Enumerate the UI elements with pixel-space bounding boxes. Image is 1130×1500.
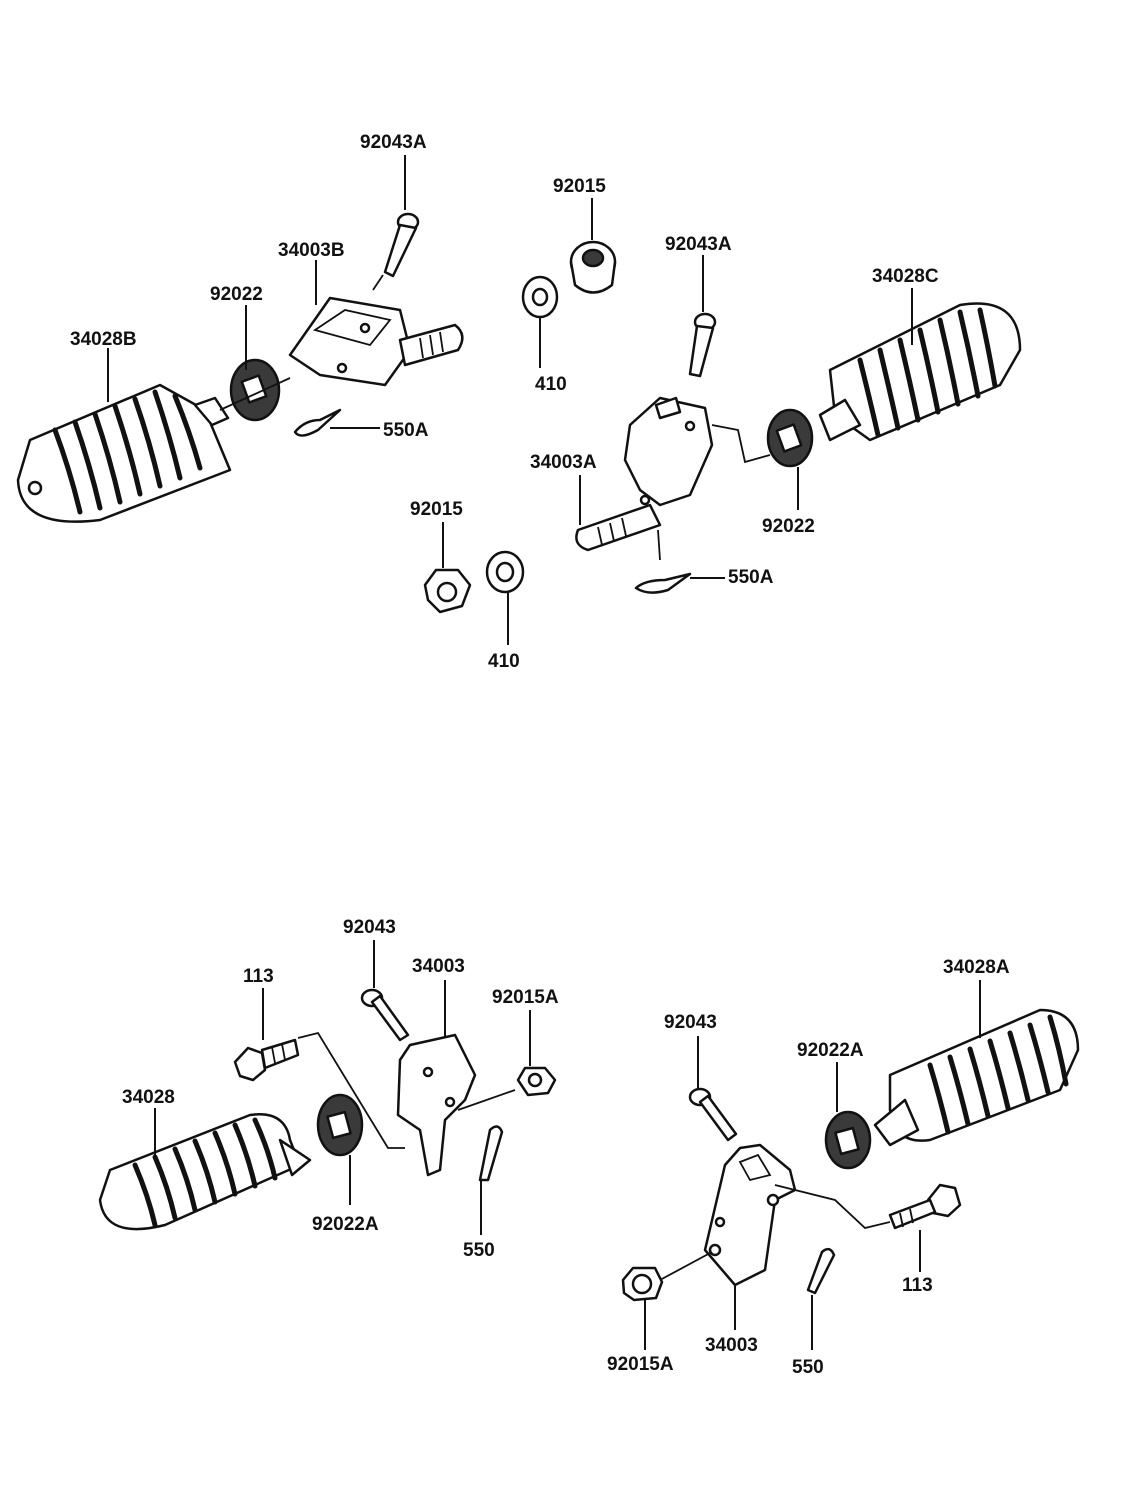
washer-92022a-right [824, 1110, 872, 1170]
footpeg-34028b [16, 383, 232, 523]
clevis-pin-92043a-right [688, 312, 717, 378]
leaders-top-right [579, 255, 913, 579]
flange-nut-92015-mid [423, 568, 472, 614]
leaders-bottom-right [644, 980, 981, 1350]
cotter-pin-550-left [478, 1125, 504, 1182]
leaders-top-left [107, 155, 406, 429]
label-34028a: 34028A [943, 957, 1010, 978]
leaders-middle [442, 522, 509, 645]
label-92022a-left: 92022A [312, 1214, 379, 1235]
flange-nut-92015a-right [621, 1266, 664, 1302]
label-34003-left: 34003 [412, 956, 465, 977]
washer-410-mid [485, 550, 525, 594]
label-113-right: 113 [902, 1275, 933, 1296]
flange-nut-92015-top [569, 240, 617, 294]
cotter-pin-550-right [806, 1247, 836, 1295]
cotter-pin-550a-right [634, 572, 692, 594]
flange-nut-92015a-left [516, 1066, 557, 1097]
bracket-34003a [575, 396, 714, 552]
label-550a-left: 550A [383, 420, 429, 441]
label-34003a: 34003A [530, 452, 597, 473]
label-550a-right: 550A [728, 567, 774, 588]
label-34028c: 34028C [872, 266, 939, 287]
bracket-34003-left [396, 1033, 477, 1177]
bracket-34003b [288, 296, 464, 387]
clevis-pin-92043a-left [383, 212, 420, 278]
footpeg-34028a [873, 1008, 1080, 1147]
label-92043-left: 92043 [343, 917, 396, 938]
label-92043a-right: 92043A [665, 234, 732, 255]
label-550-left: 550 [463, 1240, 495, 1261]
label-92015a-right: 92015A [607, 1354, 674, 1375]
footpeg-34028c [818, 302, 1022, 442]
label-34028: 34028 [122, 1087, 175, 1108]
leaders-bottom-left [154, 940, 531, 1235]
part-labels: 34028B 92022 34003B 92043A 550A 92015 41… [70, 132, 1010, 1378]
bracket-34003-right [703, 1143, 797, 1287]
label-34028b: 34028B [70, 329, 137, 350]
clevis-pin-92043-left [360, 988, 410, 1042]
label-34003-right: 34003 [705, 1335, 758, 1356]
label-410-top: 410 [535, 374, 567, 395]
cotter-pin-550a-left [293, 408, 342, 437]
label-92043a-left: 92043A [360, 132, 427, 153]
label-550-right: 550 [792, 1357, 824, 1378]
label-34003b: 34003B [278, 240, 345, 261]
footpeg-34028 [98, 1113, 312, 1231]
leaders-top-middle [539, 198, 593, 368]
label-92022a-right: 92022A [797, 1040, 864, 1061]
washer-92022-left [229, 358, 281, 422]
washer-92022a-left [316, 1093, 364, 1157]
bolt-113-right [888, 1183, 962, 1230]
label-92022-right: 92022 [762, 516, 815, 537]
label-410-mid: 410 [488, 651, 520, 672]
label-113-left: 113 [243, 966, 274, 987]
label-92015a-left: 92015A [492, 987, 559, 1008]
label-92022-left: 92022 [210, 284, 263, 305]
label-92015-top: 92015 [553, 176, 606, 197]
label-92015-mid: 92015 [410, 499, 463, 520]
washer-410-top [521, 275, 559, 319]
bolt-113-left [233, 1038, 300, 1082]
washer-92022-right [766, 408, 814, 468]
clevis-pin-92043-right [688, 1087, 738, 1142]
label-92043-right: 92043 [664, 1012, 717, 1033]
